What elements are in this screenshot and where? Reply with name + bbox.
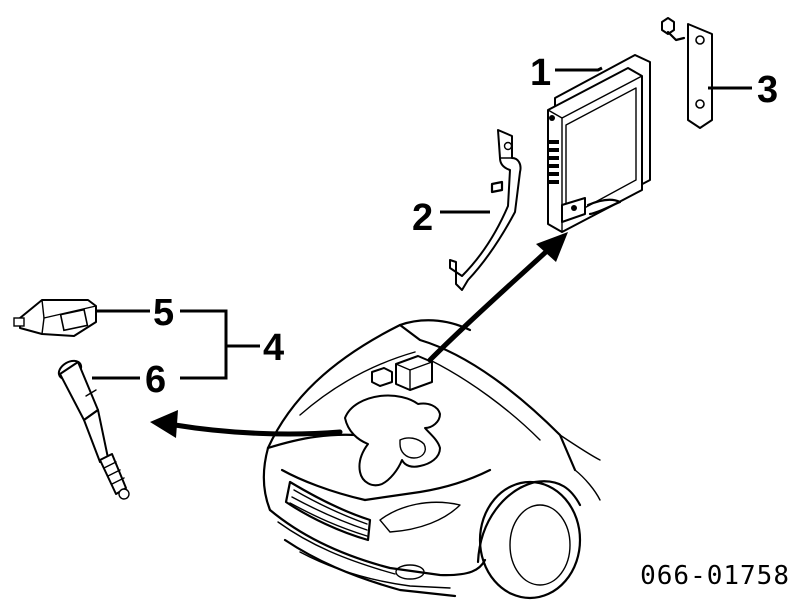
- ignition-coil-part: [13, 299, 97, 337]
- leader-lines: [92, 66, 752, 380]
- callout-4: 4: [263, 327, 284, 369]
- pointer-arrow-to-coil: [150, 410, 343, 438]
- bracket-part: [449, 129, 522, 291]
- callout-2: 2: [412, 197, 433, 239]
- pointer-arrow-to-ecu: [427, 232, 568, 363]
- callout-5: 5: [153, 292, 174, 334]
- ecu-module-part: [547, 54, 651, 233]
- spark-plug-boot-part: [57, 359, 130, 500]
- diagram-part-code: 066-01758: [640, 561, 790, 591]
- mounting-plate-part: [661, 17, 713, 129]
- callout-1: 1: [530, 52, 551, 94]
- callout-3: 3: [757, 69, 778, 111]
- callout-6: 6: [145, 359, 166, 401]
- car-front-illustration: [262, 319, 601, 600]
